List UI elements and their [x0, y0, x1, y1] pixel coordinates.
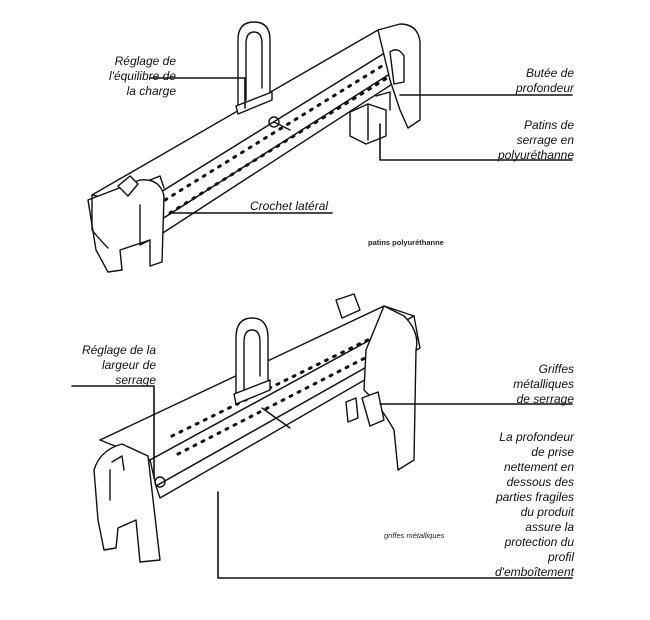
label-reglage-largeur: Réglage de la largeur de serrage [81, 343, 156, 387]
adjustment-holes-top [163, 56, 402, 215]
clamp-bottom-drawing [93, 293, 421, 563]
label-crochet-lateral: Crochet latéral [250, 199, 329, 213]
label-profondeur-prise: La profondeur de prise nettement en dess… [494, 430, 574, 579]
label-griffes-serrage: Griffes métalliques de serrage [513, 362, 574, 406]
side-hook [117, 175, 139, 197]
leader-lines-bottom [71, 385, 573, 579]
polyurethane-pads-top [349, 91, 391, 145]
label-patins-serrage: Patins de serrage en polyuréthanne [497, 118, 574, 162]
lifting-eye-top [235, 21, 273, 115]
lifting-eye-bottom [233, 317, 271, 405]
left-jaw-top [87, 175, 165, 273]
leader-lines-top [149, 77, 573, 214]
right-jaw-top [377, 23, 421, 129]
caption-bottom: griffes métalliques [384, 531, 445, 540]
label-butee-profondeur: Butée de profondeur [515, 66, 574, 95]
metal-claws-bottom [345, 391, 385, 427]
label-reglage-equilibre: Réglage de l'équilibre de la charge [108, 54, 176, 98]
left-jaw-bottom [93, 443, 166, 563]
caption-top: patins polyuréthanne [368, 238, 444, 247]
adjustment-holes-bottom [170, 324, 402, 456]
